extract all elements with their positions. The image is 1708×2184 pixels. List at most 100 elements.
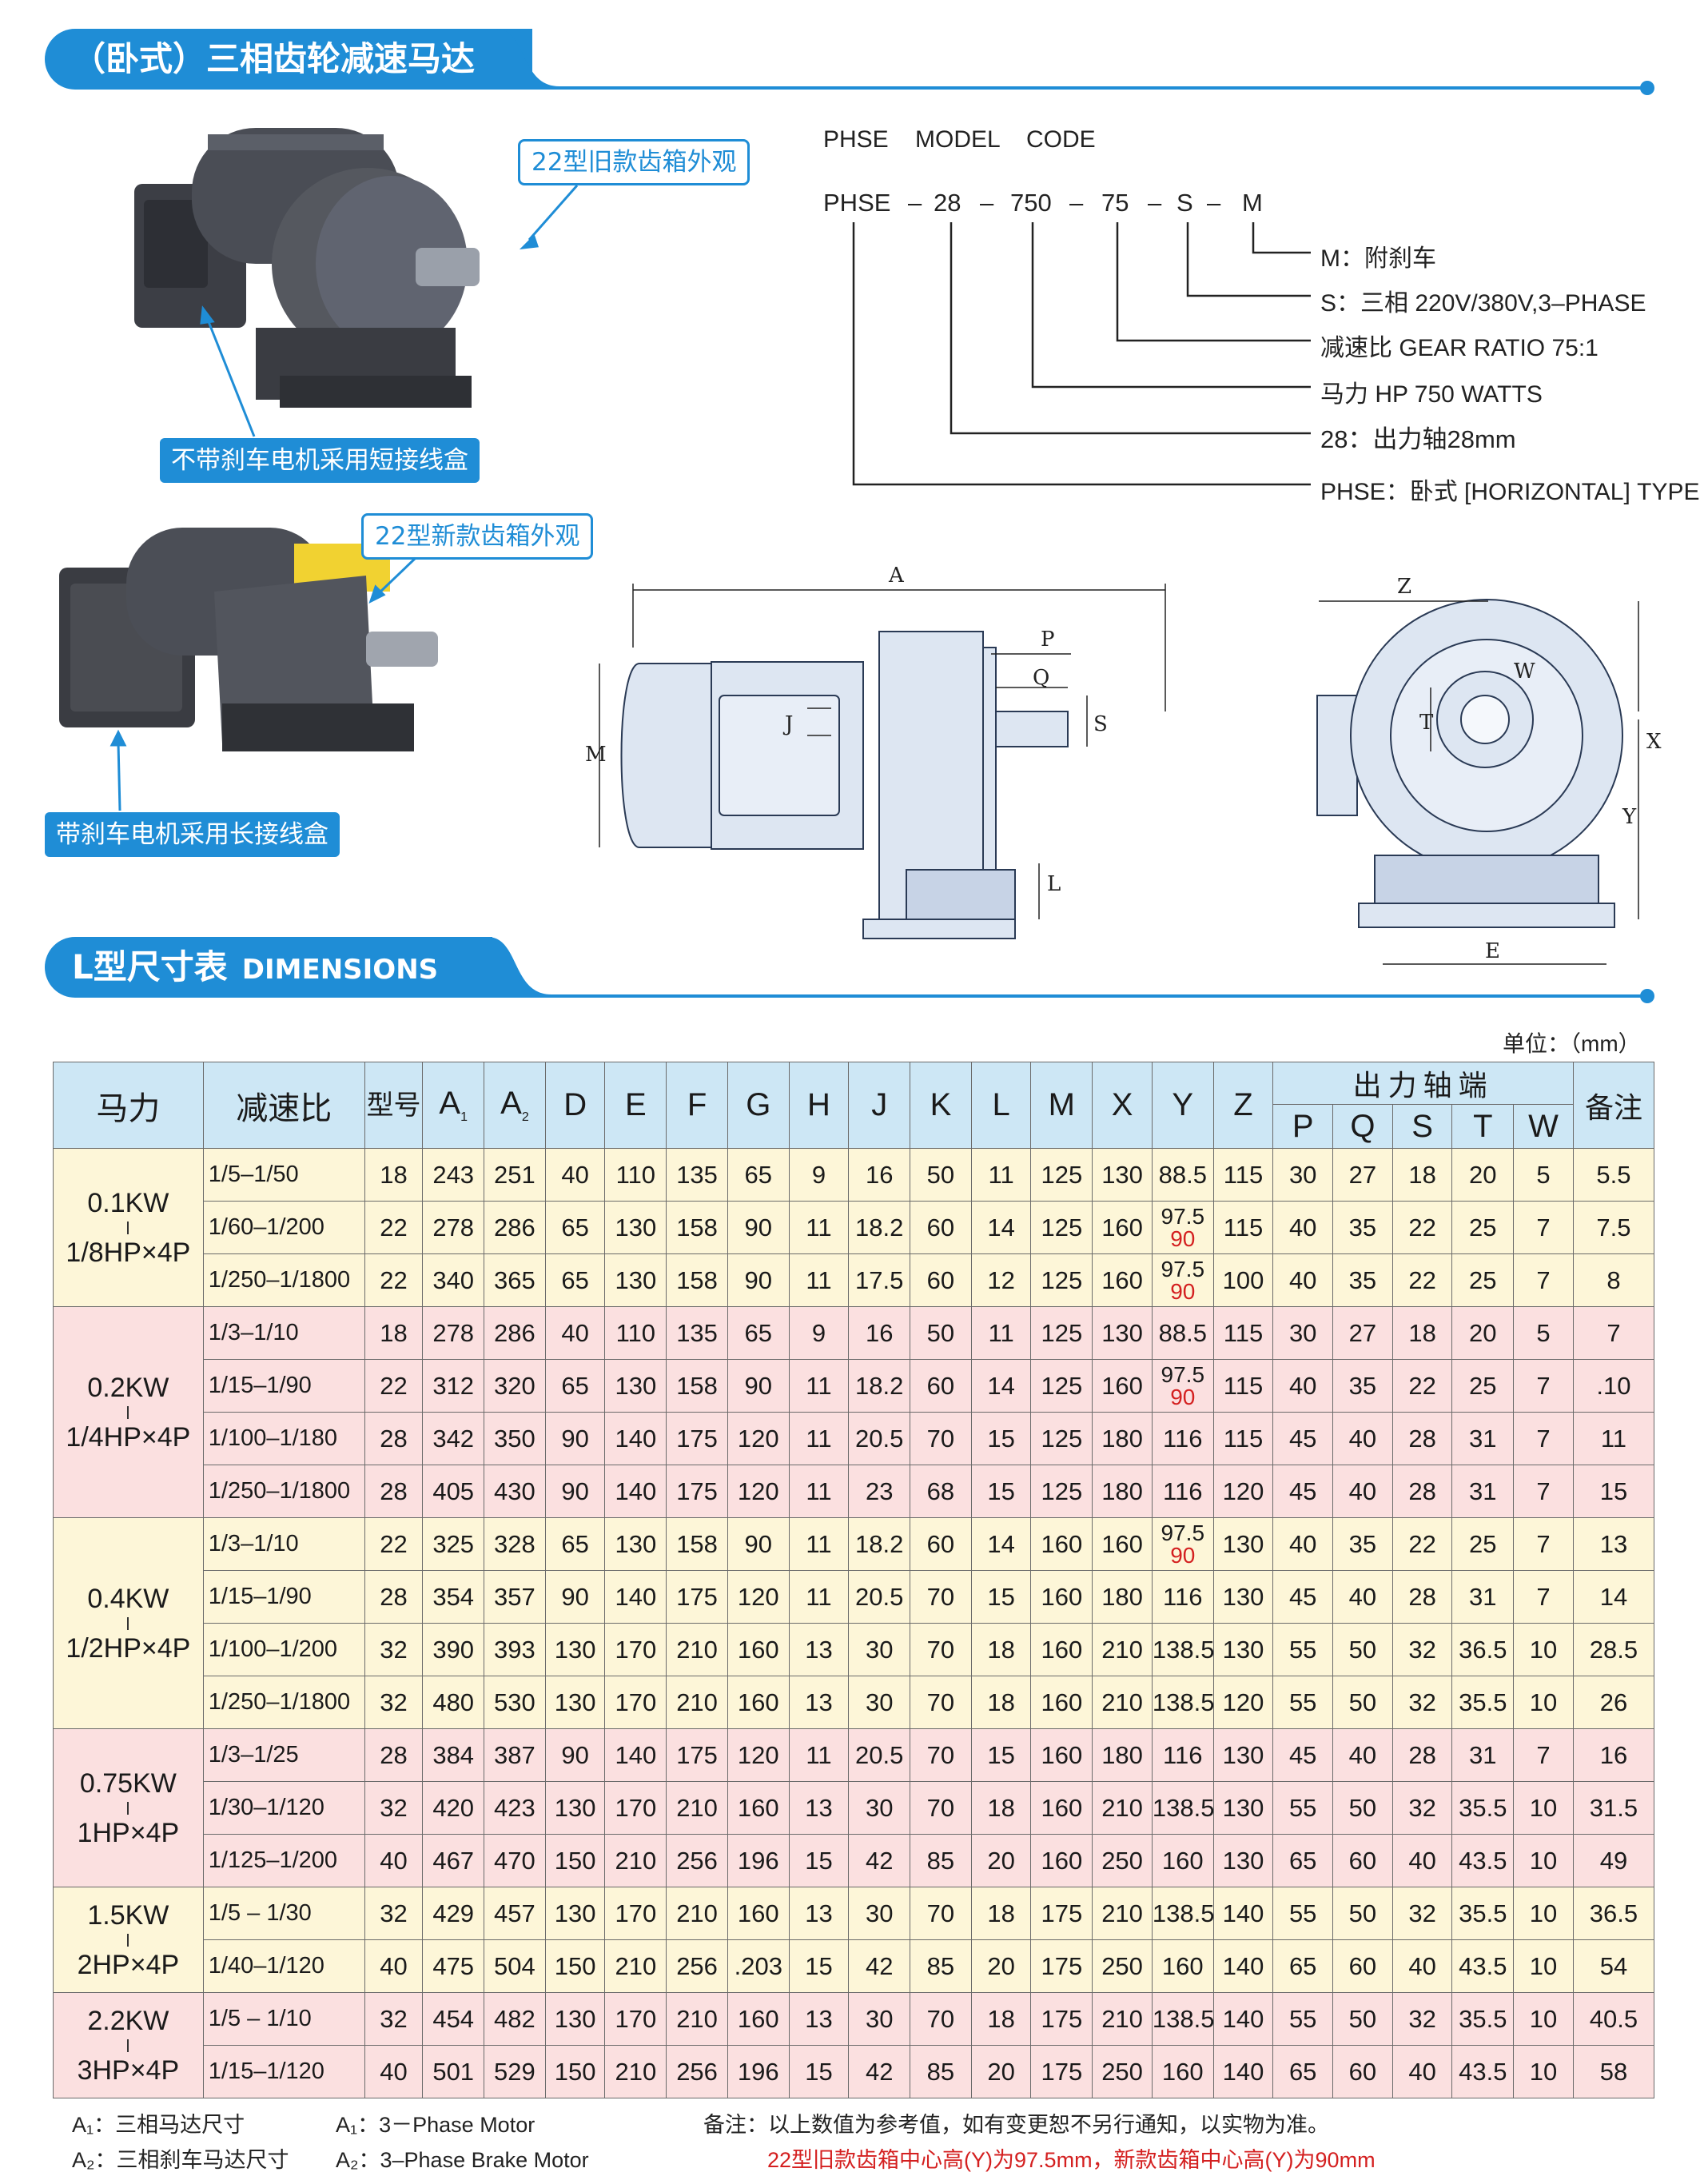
cell-p: 45 — [1272, 1465, 1334, 1518]
header-output-shaft: 出力轴端 — [1272, 1062, 1574, 1105]
cell-d: 90 — [544, 1570, 606, 1624]
cell-d: 150 — [544, 1834, 606, 1887]
cell-g: 196 — [727, 2045, 790, 2098]
cell-d: 130 — [544, 1781, 606, 1835]
header-col: G — [727, 1062, 790, 1149]
cell-z: 115 — [1212, 1359, 1274, 1413]
cell-x: 160 — [1092, 1201, 1153, 1254]
cell-w: 7 — [1513, 1412, 1574, 1465]
cell-z: 130 — [1212, 1728, 1274, 1782]
cell-note: 15 — [1572, 1465, 1655, 1518]
cell-a1: 429 — [422, 1887, 485, 1940]
cell-q: 40 — [1332, 1728, 1393, 1782]
hp-divider — [127, 2039, 129, 2052]
cell-a1: 384 — [422, 1728, 485, 1782]
cell-x: 250 — [1092, 2045, 1153, 2098]
y-new-value: 90 — [1170, 1542, 1196, 1568]
cell-type: 40 — [364, 1939, 424, 1993]
cell-type: 32 — [364, 1781, 424, 1835]
cell-s: 28 — [1391, 1728, 1453, 1782]
cell-k: 60 — [910, 1359, 972, 1413]
cell-ratio: 1/3–1/10 — [202, 1517, 365, 1571]
cell-a2: 320 — [484, 1359, 546, 1413]
cell-x: 180 — [1092, 1728, 1153, 1782]
cell-w: 10 — [1513, 1834, 1574, 1887]
cell-d: 90 — [544, 1728, 606, 1782]
cell-y: 160 — [1151, 1834, 1214, 1887]
cell-w: 5 — [1513, 1306, 1574, 1360]
cell-note: 36.5 — [1572, 1887, 1655, 1940]
cell-l: 11 — [970, 1148, 1032, 1202]
hp-divider — [127, 1801, 129, 1815]
cell-h: 11 — [788, 1517, 850, 1571]
header-col: H — [788, 1062, 850, 1149]
cell-s: 18 — [1391, 1148, 1453, 1202]
cell-h: 11 — [788, 1201, 850, 1254]
cell-a1: 278 — [422, 1201, 485, 1254]
callout-old-gearbox: 22型旧款齿箱外观 — [518, 139, 750, 185]
callout-long-junction-box: 带刹车电机采用长接线盒 — [45, 812, 340, 857]
cell-l: 18 — [970, 1992, 1032, 2046]
side-view-drawing: ZWT XYE F4−ØH — [1316, 575, 1662, 965]
kw-value: 2.2KW — [87, 2005, 169, 2036]
cell-g: 90 — [727, 1201, 790, 1254]
footnote-a2-en: A₂：3–Phase Brake Motor — [336, 2148, 589, 2172]
cell-q: 60 — [1332, 1939, 1393, 1993]
cell-note: 28.5 — [1572, 1623, 1655, 1676]
motor-photo-new-gearbox — [59, 528, 438, 751]
cell-y: 138.5 — [1151, 1676, 1214, 1729]
cell-t: 25 — [1451, 1201, 1515, 1254]
cell-k: 60 — [910, 1253, 972, 1307]
y-old-value: 97.5 — [1161, 1520, 1205, 1545]
cell-a1: 475 — [422, 1939, 485, 1993]
cell-ratio: 1/40–1/120 — [202, 1939, 365, 1993]
cell-note: 7 — [1572, 1306, 1655, 1360]
cell-f: 210 — [666, 1781, 728, 1835]
cell-p: 40 — [1272, 1201, 1334, 1254]
cell-q: 50 — [1332, 1887, 1393, 1940]
cell-type: 32 — [364, 1887, 424, 1940]
cell-p: 55 — [1272, 1676, 1334, 1729]
cell-h: 11 — [788, 1359, 850, 1413]
cell-j: 18.2 — [848, 1359, 911, 1413]
cell-m: 175 — [1030, 1887, 1093, 1940]
cell-j: 17.5 — [848, 1253, 911, 1307]
cell-z: 140 — [1212, 2045, 1274, 2098]
cell-z: 115 — [1212, 1148, 1274, 1202]
kw-value: 0.1KW — [87, 1187, 169, 1218]
footnote-red-note: 22型旧款齿箱中心高(Y)为97.5mm，新款齿箱中心高(Y)为90mm — [767, 2148, 1376, 2172]
cell-d: 130 — [544, 1992, 606, 2046]
cell-ratio: 1/30–1/120 — [202, 1781, 365, 1835]
cell-q: 60 — [1332, 2045, 1393, 2098]
cell-x: 210 — [1092, 1676, 1153, 1729]
cell-w: 10 — [1513, 2045, 1574, 2098]
cell-t: 31 — [1451, 1412, 1515, 1465]
model-code-part-series: PHSE — [823, 189, 891, 217]
cell-g: 160 — [727, 1781, 790, 1835]
svg-text:L: L — [1047, 872, 1061, 896]
cell-a1: 501 — [422, 2045, 485, 2098]
cell-g: 90 — [727, 1359, 790, 1413]
cell-x: 210 — [1092, 1623, 1153, 1676]
cell-ratio: 1/5 – 1/10 — [202, 1992, 365, 2046]
header-a2-letter: A — [500, 1086, 522, 1121]
cell-h: 11 — [788, 1728, 850, 1782]
cell-x: 160 — [1092, 1517, 1153, 1571]
hp-value: 1/4HP×4P — [66, 1421, 191, 1453]
cell-q: 50 — [1332, 1623, 1393, 1676]
cell-type: 40 — [364, 1834, 424, 1887]
cell-z: 115 — [1212, 1412, 1274, 1465]
cell-w: 7 — [1513, 1465, 1574, 1518]
cell-j: 16 — [848, 1306, 911, 1360]
header-out-col: T — [1451, 1104, 1515, 1149]
svg-text:W: W — [1514, 660, 1535, 683]
cell-p: 30 — [1272, 1306, 1334, 1360]
cell-m: 160 — [1030, 1676, 1093, 1729]
cell-p: 45 — [1272, 1412, 1334, 1465]
cell-j: 16 — [848, 1148, 911, 1202]
cell-m: 160 — [1030, 1728, 1093, 1782]
cell-k: 70 — [910, 1623, 972, 1676]
cell-g: 120 — [727, 1570, 790, 1624]
